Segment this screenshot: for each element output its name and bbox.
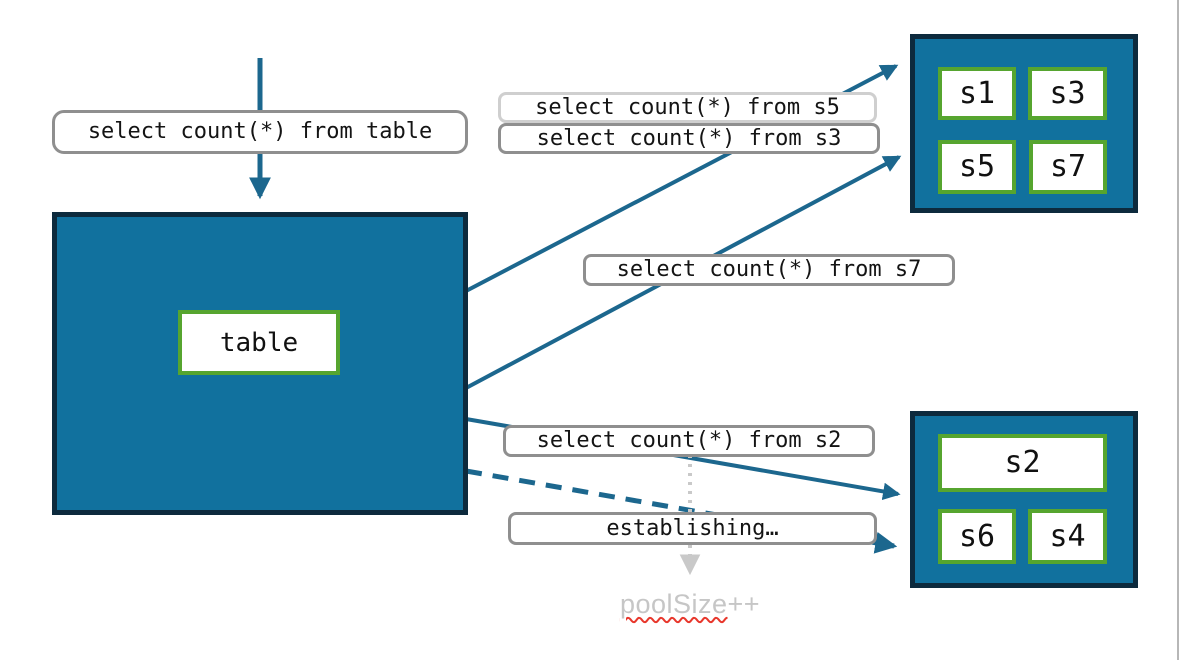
slot-shard-s6: s6: [938, 509, 1016, 564]
poolsize-suffix: ++: [727, 588, 761, 619]
slot-table-label: table: [178, 310, 340, 375]
poolsize-annotation: poolSize++: [605, 586, 775, 622]
label-query-s5: select count(*) from s5: [498, 92, 877, 123]
slot-shard-s1: s1: [938, 67, 1016, 120]
label-query-table: select count(*) from table: [52, 110, 468, 154]
slot-shard-s3: s3: [1028, 67, 1107, 120]
slot-shard-s7: s7: [1029, 140, 1107, 194]
node-pool-bottom: s2 s6 s4: [910, 411, 1138, 588]
slot-shard-s2: s2: [938, 434, 1107, 492]
label-query-s3: select count(*) from s3: [498, 123, 880, 154]
node-pool-top: s1 s3 s5 s7: [910, 34, 1138, 213]
label-query-s2: select count(*) from s2: [503, 425, 875, 457]
node-table: table: [52, 212, 468, 515]
slide-edge-divider: [1177, 0, 1179, 660]
label-establishing: establishing…: [508, 512, 877, 545]
label-query-s7: select count(*) from s7: [583, 254, 955, 286]
poolsize-word: poolSize: [619, 588, 728, 619]
slot-shard-s5: s5: [938, 140, 1016, 194]
slot-shard-s4: s4: [1028, 509, 1107, 564]
